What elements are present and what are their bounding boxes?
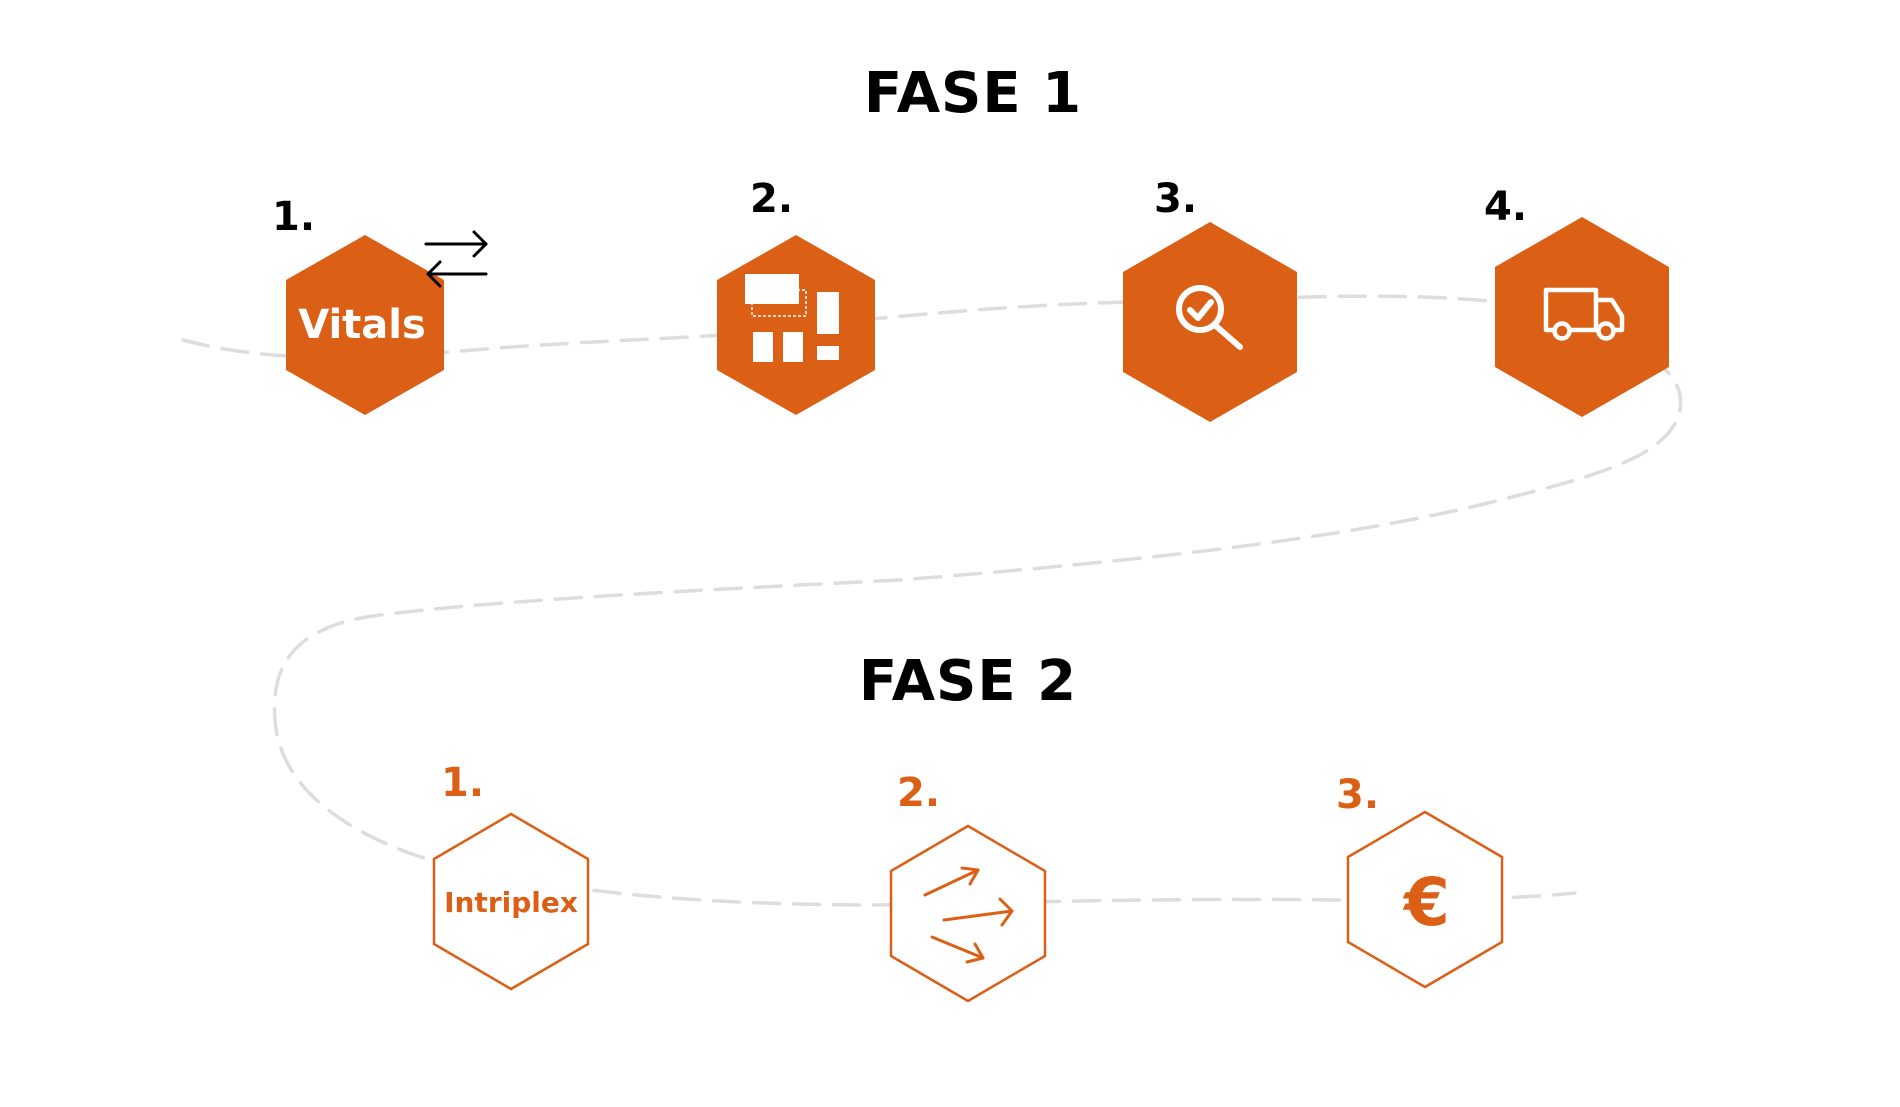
truck-icon <box>1543 287 1625 341</box>
phase-1-step-1-label: Vitals <box>298 302 426 348</box>
phase-2-step-3-hexagon <box>1346 810 1504 989</box>
phase-1-step-2-number: 2. <box>750 176 793 222</box>
phase-1-step-2-hexagon <box>717 235 875 415</box>
phase-1-step-4-hexagon <box>1495 217 1669 417</box>
phase-2-step-1-hexagon <box>432 812 590 991</box>
euro-icon: € <box>1402 864 1450 941</box>
phase-1-title: FASE 1 <box>864 61 1082 126</box>
phase-2-step-2-hexagon <box>889 824 1047 1003</box>
phase-1-step-3-hexagon <box>1123 222 1297 422</box>
distribution-arrows-icon <box>923 866 1014 964</box>
phase-2-title: FASE 2 <box>859 649 1077 714</box>
exchange-arrows-icon <box>424 230 488 288</box>
dashboard-alert-icon <box>745 274 839 362</box>
phase-1-step-4-number: 4. <box>1484 184 1527 230</box>
phase-2-step-1-number: 1. <box>441 760 484 806</box>
phase-2-step-2-number: 2. <box>897 770 940 816</box>
phase-1-step-1-hexagon <box>286 235 444 415</box>
search-check-icon <box>1176 285 1243 350</box>
phase-2-step-3-number: 3. <box>1336 772 1379 818</box>
phase-1-step-3-number: 3. <box>1154 176 1197 222</box>
phase-1-step-1-number: 1. <box>272 194 315 240</box>
phase-2-step-1-label: Intriplex <box>444 886 578 919</box>
